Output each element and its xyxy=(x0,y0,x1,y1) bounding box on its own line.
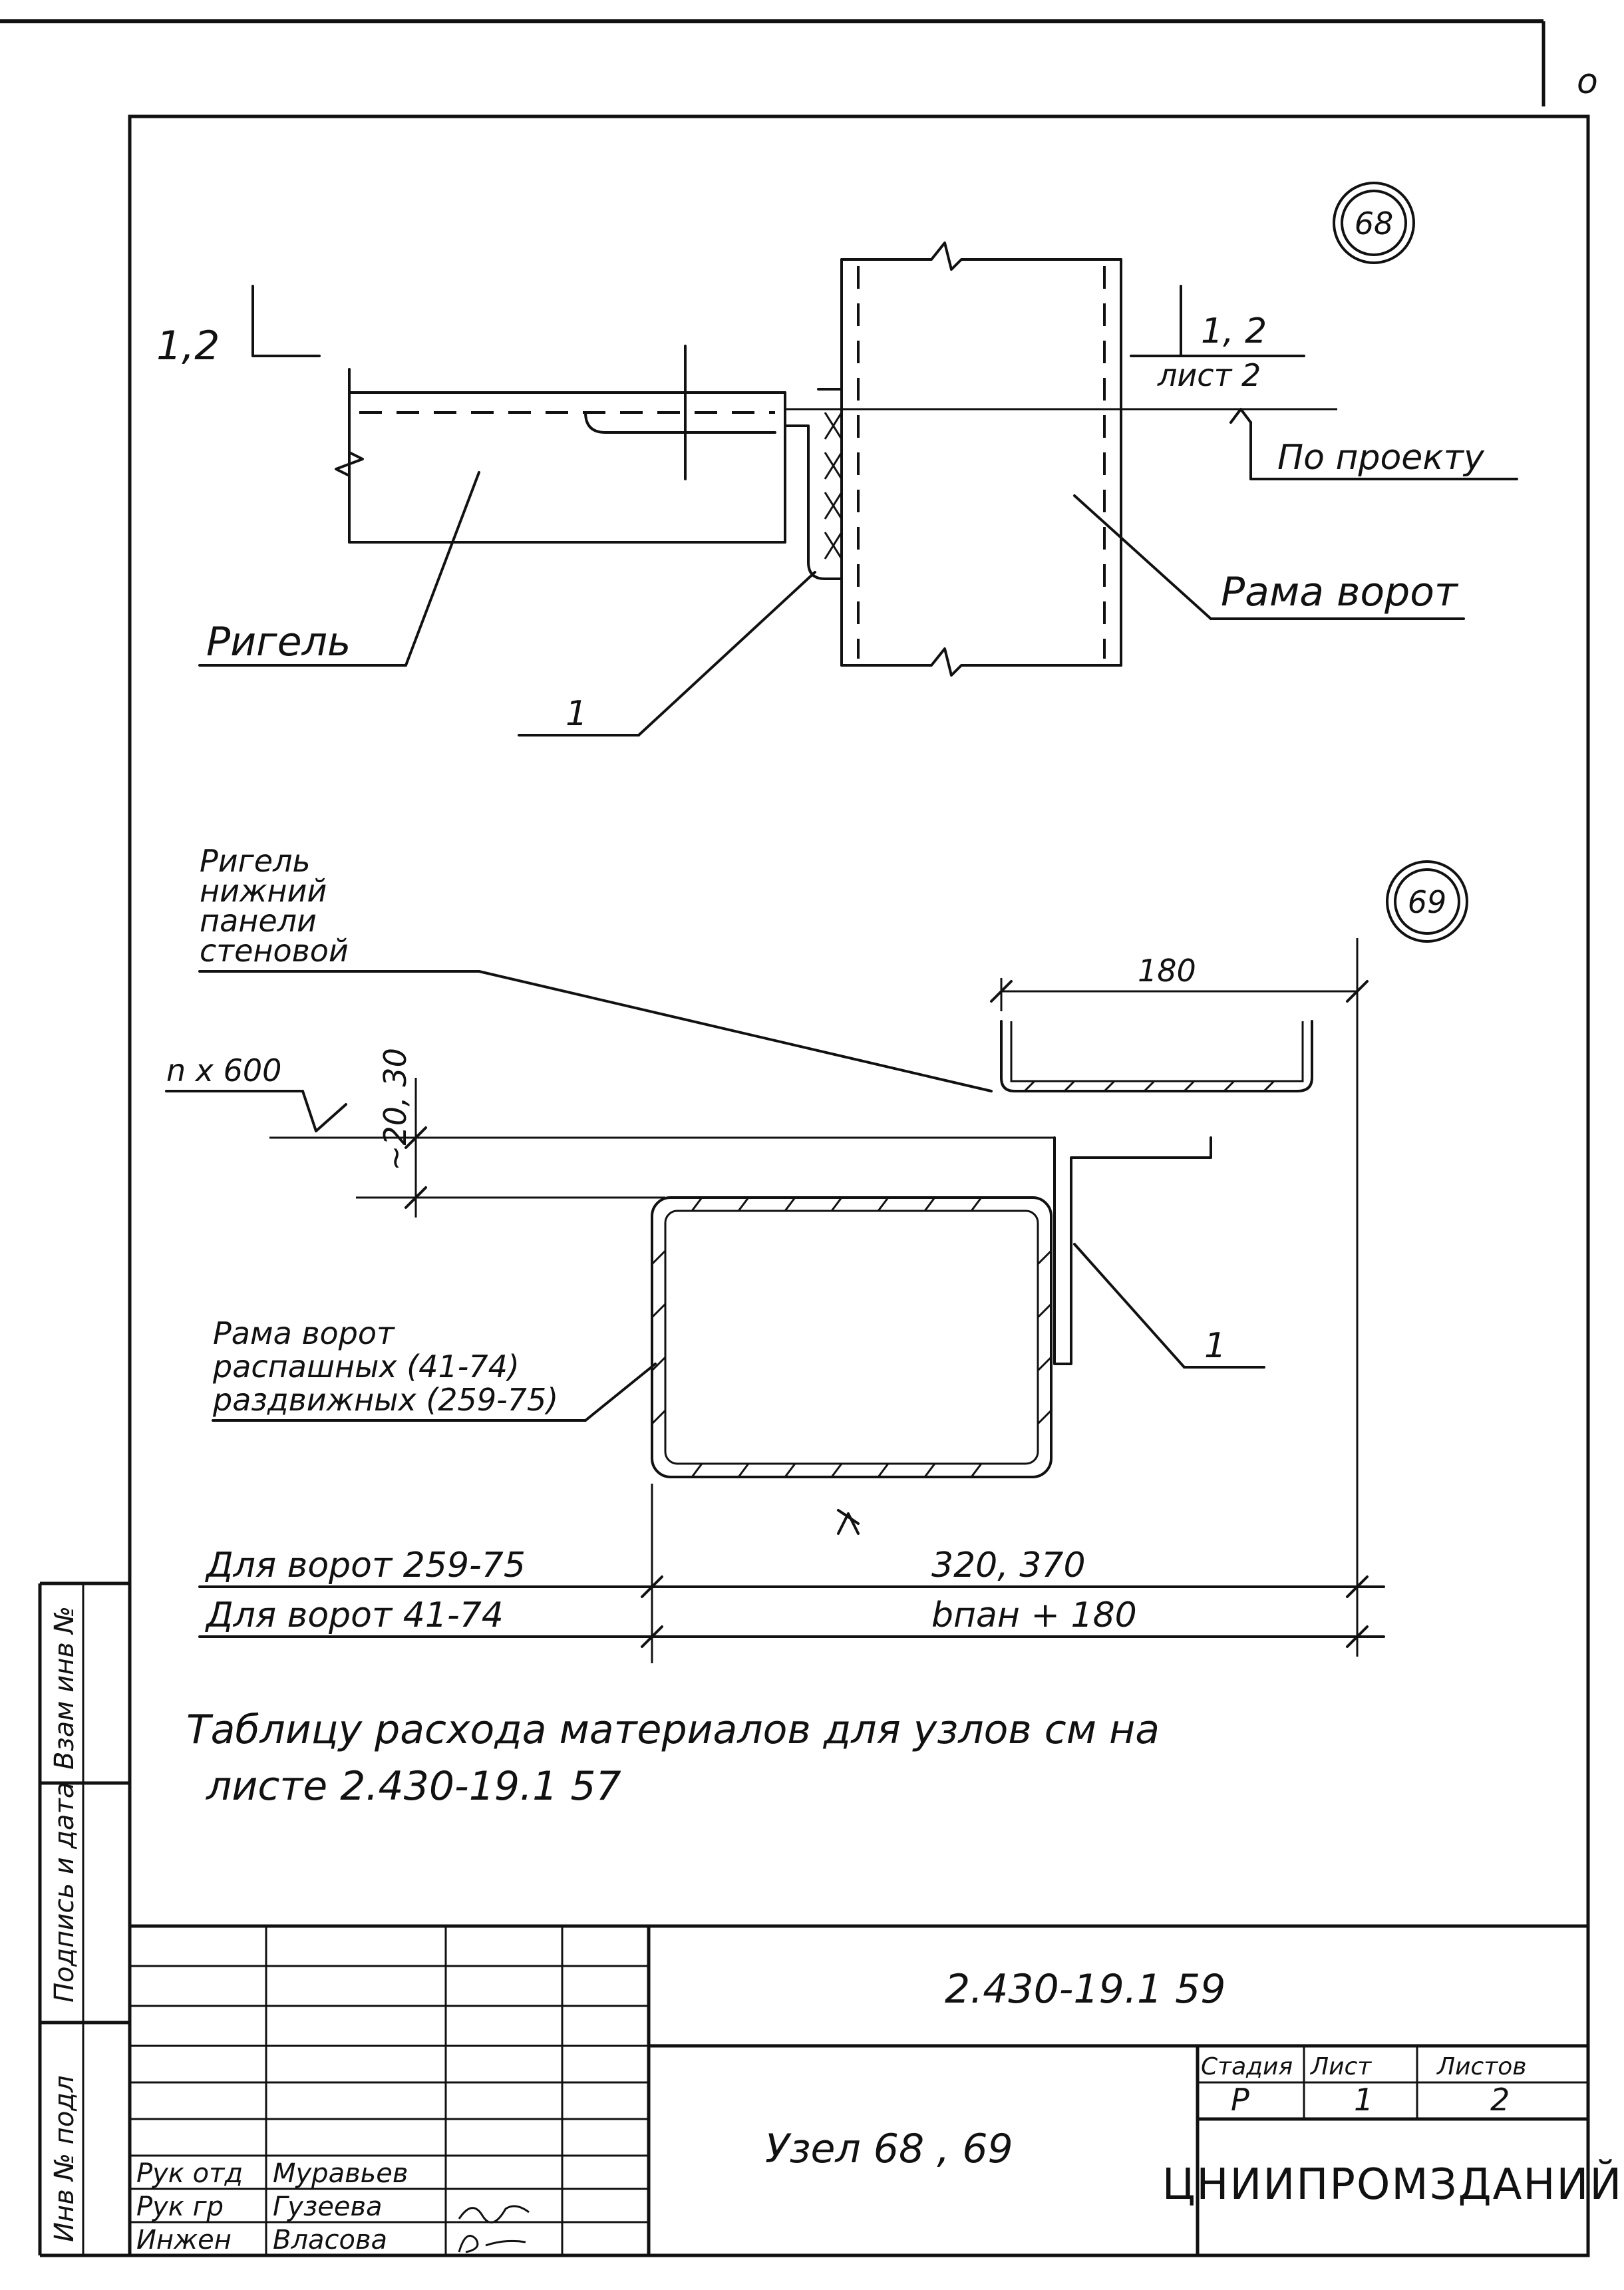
label-rigel: Ригель xyxy=(206,619,351,665)
tube-outer xyxy=(651,1196,1053,1478)
doc-code: 2.430-19.1 59 xyxy=(945,1966,1225,2013)
dim-channel-180: 180 xyxy=(1138,953,1196,989)
sheet-header: Лист xyxy=(1309,2053,1372,2080)
organization-name: ЦНИИПРОМЗДАНИЙ xyxy=(1162,2159,1623,2209)
corner-mark: o xyxy=(1577,62,1598,102)
side-label-signature-date: Подпись и дата xyxy=(49,1782,80,2003)
weld-hatch xyxy=(824,412,843,560)
role-1: Рук отд xyxy=(136,2158,243,2189)
name-3: Власова xyxy=(273,2225,387,2255)
dim-step-n600: n x 600 xyxy=(166,1053,281,1088)
role-3: Инжен xyxy=(136,2225,232,2255)
connection-plate xyxy=(784,424,843,580)
stage-header: Стадия xyxy=(1201,2053,1293,2080)
dim-gap-20-30: ~20, 30 xyxy=(377,1048,413,1171)
sheet-value: 1 xyxy=(1354,2082,1373,2118)
note-line-1: Таблицу расхода материалов для узлов см … xyxy=(186,1707,1160,1753)
side-label-vzam-inv: Взам инв № xyxy=(49,1606,80,1770)
node-68-circle-outer xyxy=(1333,182,1415,264)
side-label-inv-podl: Инв № подл xyxy=(49,2075,80,2242)
section-mark-right: 1, 2 xyxy=(1201,311,1267,351)
tube-inner xyxy=(664,1210,1039,1465)
t-plate xyxy=(1053,1136,1212,1365)
node-69-circle-inner xyxy=(1394,868,1460,935)
node-69-circle-outer xyxy=(1386,860,1468,943)
dim-row-2-label: Для ворот 41-74 xyxy=(205,1595,504,1635)
node-69: 69 Ригель нижний панели стеновой 180 n x… xyxy=(165,843,1468,1663)
note-line-2: листе 2.430-19.1 57 xyxy=(206,1763,621,1810)
section-mark-left: 1,2 xyxy=(156,323,220,369)
dim-row-1-value: 320, 370 xyxy=(931,1546,1086,1585)
side-strip: Инв № подл Подпись и дата Взам инв № xyxy=(38,1581,130,2257)
channel-profile xyxy=(1000,1020,1313,1092)
role-2: Рук гр xyxy=(136,2192,224,2222)
sheet-title: Узел 68 , 69 xyxy=(765,2126,1013,2172)
drawing-frame xyxy=(128,114,1590,2257)
title-block: Рук отд Муравьев Рук гр Гузеева Инжен Вл… xyxy=(130,1924,1623,2255)
section-mark-right-sheet: лист 2 xyxy=(1157,357,1261,393)
signature-vlasova xyxy=(458,2235,526,2253)
name-1: Муравьев xyxy=(273,2158,408,2189)
label-item-1-node69: 1 xyxy=(1204,1326,1226,1366)
signature-guzeeva xyxy=(458,2205,530,2223)
sheets-value: 2 xyxy=(1490,2082,1510,2118)
frame-label-line-1: Рама ворот xyxy=(213,1315,395,1351)
node-68-number: 68 xyxy=(1355,206,1394,242)
name-2: Гузеева xyxy=(273,2192,383,2222)
tube-hatch xyxy=(651,1197,1053,1478)
node-69-number: 69 xyxy=(1408,884,1447,920)
rigel-label-line-3: панели xyxy=(200,903,317,939)
dim-row-2-value: bпан + 180 xyxy=(931,1595,1137,1635)
frame-label-line-2: распашных (41-74) xyxy=(212,1349,520,1385)
dim-row-1-label: Для ворот 259-75 xyxy=(205,1546,526,1585)
node-68: 68 1,2 По прое xyxy=(156,182,1518,736)
rigel-label-line-2: нижний xyxy=(200,873,327,909)
sheets-header: Листов xyxy=(1436,2053,1526,2080)
label-item-1-node68: 1 xyxy=(566,694,587,734)
elevation-label: По проекту xyxy=(1277,438,1485,478)
stage-value: Р xyxy=(1231,2082,1249,2118)
frame-label-line-3: раздвижных (259-75) xyxy=(212,1382,558,1418)
rigel-label-line-1: Ригель xyxy=(200,843,311,879)
node-68-circle-inner xyxy=(1341,190,1407,256)
rigel-label-line-4: стеновой xyxy=(200,933,349,969)
label-gate-frame: Рама ворот xyxy=(1221,569,1459,615)
